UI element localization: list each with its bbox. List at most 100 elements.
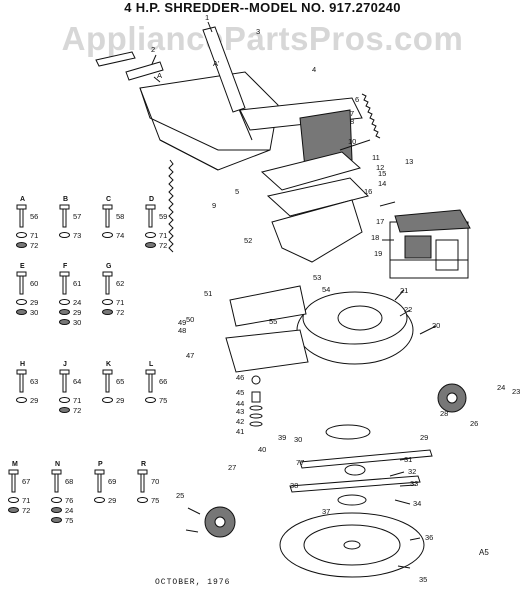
callout-43: 43 bbox=[236, 407, 244, 416]
bolt-head-icon bbox=[59, 369, 70, 375]
hardware-part-number: 75 bbox=[65, 516, 73, 525]
callout-48: 48 bbox=[178, 326, 186, 335]
hardware-part-number: 74 bbox=[116, 231, 124, 240]
callout-41: 41 bbox=[236, 427, 244, 436]
blade-assembly bbox=[289, 424, 433, 506]
watermark: AppliancePartsPros.com bbox=[61, 20, 464, 57]
hardware-part-number: 76 bbox=[65, 496, 73, 505]
bolt-part-number: 60 bbox=[30, 279, 38, 288]
callout-2: 2 bbox=[151, 45, 155, 54]
bolt-part-number: 62 bbox=[116, 279, 124, 288]
hardware-part-number: 72 bbox=[116, 308, 124, 317]
callout-18: 18 bbox=[371, 233, 379, 242]
hardware-part-number: 30 bbox=[73, 318, 81, 327]
bolt-head-icon bbox=[145, 369, 156, 375]
hardware-letter: R bbox=[141, 461, 146, 468]
deflector-plates bbox=[260, 151, 369, 263]
hardware-letter: H bbox=[20, 361, 25, 368]
callout-50: 50 bbox=[186, 315, 194, 324]
washer-icon bbox=[137, 497, 148, 503]
callout-23: 23 bbox=[512, 387, 520, 396]
bolt-shank-icon bbox=[62, 373, 67, 393]
hardware-part-number: 29 bbox=[116, 396, 124, 405]
hardware-letter: E bbox=[20, 263, 25, 270]
callout-22: 22 bbox=[404, 305, 412, 314]
bolt-shank-icon bbox=[140, 473, 145, 493]
callout-49: 49 bbox=[178, 318, 186, 327]
bolt-shank-icon bbox=[62, 275, 67, 295]
callout-13: 13 bbox=[405, 157, 413, 166]
callout-36: 36 bbox=[425, 533, 433, 542]
bottom-cover bbox=[279, 512, 425, 578]
bolt-part-number: 66 bbox=[159, 377, 167, 386]
bolt-part-number: 68 bbox=[65, 477, 73, 486]
washer-icon bbox=[145, 232, 156, 238]
bolt-part-number: 61 bbox=[73, 279, 81, 288]
bolt-shank-icon bbox=[11, 473, 16, 493]
bolt-part-number: 65 bbox=[116, 377, 124, 386]
washer-icon bbox=[16, 397, 27, 403]
callout-32: 32 bbox=[408, 467, 416, 476]
callout-9: 9 bbox=[212, 201, 216, 210]
revision-date: OCTOBER, 1976 bbox=[155, 578, 231, 587]
hardware-letter: B bbox=[63, 196, 68, 203]
callout-39: 39 bbox=[278, 433, 286, 442]
washer-icon bbox=[59, 299, 70, 305]
callout-10: 10 bbox=[348, 137, 356, 146]
bolt-head-icon bbox=[102, 369, 113, 375]
hardware-letter: F bbox=[63, 263, 68, 270]
bolt-head-icon bbox=[137, 469, 148, 475]
hardware-part-number: 72 bbox=[159, 241, 167, 250]
washer-icon bbox=[102, 299, 113, 305]
callout-40: 40 bbox=[258, 445, 266, 454]
mower-housing bbox=[225, 285, 414, 373]
sheet-code: A5 bbox=[479, 548, 489, 557]
callout-54: 54 bbox=[322, 285, 330, 294]
callout-25: 25 bbox=[176, 491, 184, 500]
washer-icon bbox=[94, 497, 105, 503]
callout-8: 8 bbox=[350, 117, 354, 126]
callout-26: 26 bbox=[470, 419, 478, 428]
bolt-head-icon bbox=[59, 204, 70, 210]
nut-icon bbox=[59, 407, 70, 413]
callout-27: 27 bbox=[228, 463, 236, 472]
callout-51: 51 bbox=[204, 289, 212, 298]
washer-icon bbox=[145, 397, 156, 403]
washer-icon bbox=[8, 497, 19, 503]
washer-icon bbox=[102, 232, 113, 238]
hardware-part-number: 29 bbox=[30, 298, 38, 307]
nut-icon bbox=[59, 319, 70, 325]
hardware-part-number: 73 bbox=[73, 231, 81, 240]
hardware-letter: C bbox=[106, 196, 111, 203]
callout-31: 31 bbox=[404, 455, 412, 464]
bolt-shank-icon bbox=[19, 275, 24, 295]
callout-19: 19 bbox=[374, 249, 382, 258]
hardware-letter: M bbox=[12, 461, 18, 468]
bolt-shank-icon bbox=[105, 208, 110, 228]
hardware-part-number: 29 bbox=[108, 496, 116, 505]
nut-icon bbox=[51, 517, 62, 523]
bolt-shank-icon bbox=[54, 473, 59, 493]
bolt-shank-icon bbox=[148, 208, 153, 228]
callout-34: 34 bbox=[413, 499, 421, 508]
bolt-shank-icon bbox=[105, 275, 110, 295]
callout-7: 7 bbox=[350, 109, 354, 118]
callout-6: 6 bbox=[355, 95, 359, 104]
nut-icon bbox=[51, 507, 62, 513]
bolt-head-icon bbox=[8, 469, 19, 475]
bolt-part-number: 63 bbox=[30, 377, 38, 386]
callout-21: 21 bbox=[400, 286, 408, 295]
callout-77: 77 bbox=[296, 458, 304, 467]
hardware-letter: A bbox=[20, 196, 25, 203]
callout-47: 47 bbox=[186, 351, 194, 360]
hardware-part-number: 30 bbox=[30, 308, 38, 317]
